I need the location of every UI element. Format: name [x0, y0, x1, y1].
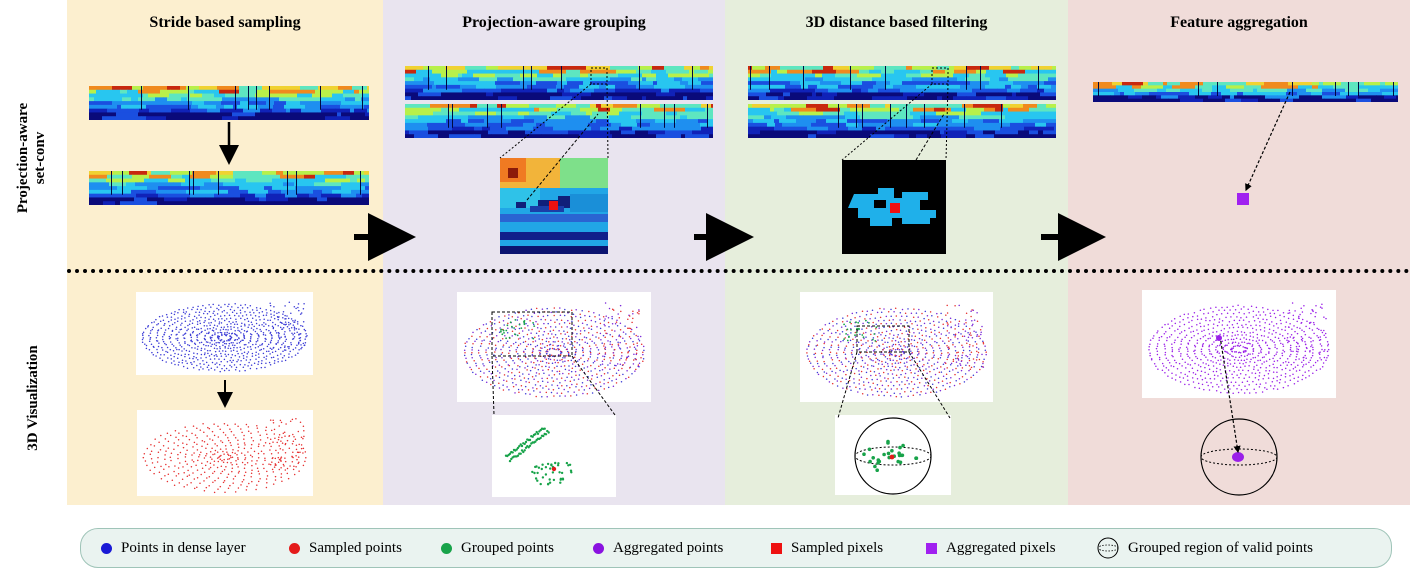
filtering-sphere — [854, 417, 932, 495]
pointcloud-sampled — [137, 410, 313, 496]
aggregation-sphere — [1200, 418, 1278, 496]
legend-item-aggregated-pixels: Aggregated pixels — [926, 529, 1056, 567]
legend-item-sampled-pixels: Sampled pixels — [771, 529, 883, 567]
blue-dot-icon — [101, 542, 112, 554]
range-image-sampled — [89, 171, 369, 205]
legend-label: Grouped region of valid points — [1128, 539, 1313, 556]
column-title-aggregation: Feature aggregation — [1170, 14, 1308, 31]
green-dot-icon — [441, 542, 452, 554]
aggregation-sphere-view — [1188, 418, 1290, 496]
column-title-sampling: Stride based sampling — [149, 14, 301, 31]
filtering-mask — [848, 188, 936, 226]
red-dot-icon — [289, 542, 300, 554]
sampled-point — [889, 454, 895, 460]
sampled-pixel — [890, 203, 900, 213]
row-label-projection: Projection-aware set-conv — [15, 88, 51, 228]
row-label-3d: 3D Visualization — [25, 345, 41, 451]
grouping-zoom-cloud — [492, 415, 616, 497]
purple-square-icon — [926, 542, 937, 554]
legend-item-sampled-points: Sampled points — [289, 529, 402, 567]
pointcloud-grouping — [457, 292, 651, 402]
filtering-sphere-view — [835, 415, 951, 495]
legend-item-grouped-points: Grouped points — [441, 529, 554, 567]
aggregated-point — [1232, 452, 1244, 462]
grouping-window-zoom — [500, 158, 608, 254]
range-image-filtering-a — [748, 66, 1056, 100]
legend-label: Sampled pixels — [791, 539, 884, 556]
legend-label: Aggregated pixels — [946, 539, 1056, 556]
legend-label: Aggregated points — [613, 539, 724, 556]
pointcloud-aggregated — [1142, 290, 1336, 398]
row-divider — [67, 269, 1410, 273]
legend-item-aggregated-points: Aggregated points — [593, 529, 723, 567]
red-square-icon — [771, 542, 782, 554]
row-label-projection-line2: set-conv — [32, 131, 48, 185]
legend-item-dense-points: Points in dense layer — [101, 529, 246, 567]
pointcloud-dense — [136, 292, 313, 375]
purple-dot-icon — [593, 542, 604, 554]
pointcloud-filtering — [800, 292, 993, 402]
aggregated-pixel — [1237, 193, 1249, 205]
sampled-pixel — [549, 201, 558, 210]
legend-label: Grouped points — [461, 539, 554, 556]
range-image-aggregated — [1093, 82, 1398, 102]
filtering-window-zoom — [842, 160, 946, 254]
column-title-grouping: Projection-aware grouping — [462, 14, 646, 31]
range-image-dense — [89, 86, 369, 120]
sphere-icon — [1097, 537, 1119, 559]
range-image-grouping-b — [405, 104, 713, 138]
legend-item-grouped-region: Grouped region of valid points — [1097, 529, 1313, 567]
legend-label: Sampled points — [309, 539, 402, 556]
range-image-grouping-a — [405, 66, 713, 100]
column-title-filtering: 3D distance based filtering — [805, 14, 988, 31]
row-label-projection-line1: Projection-aware — [15, 102, 31, 214]
legend: Points in dense layer Sampled points Gro… — [80, 528, 1392, 568]
legend-label: Points in dense layer — [121, 539, 246, 556]
grouping-window-grid — [500, 158, 608, 254]
range-image-filtering-b — [748, 104, 1056, 138]
